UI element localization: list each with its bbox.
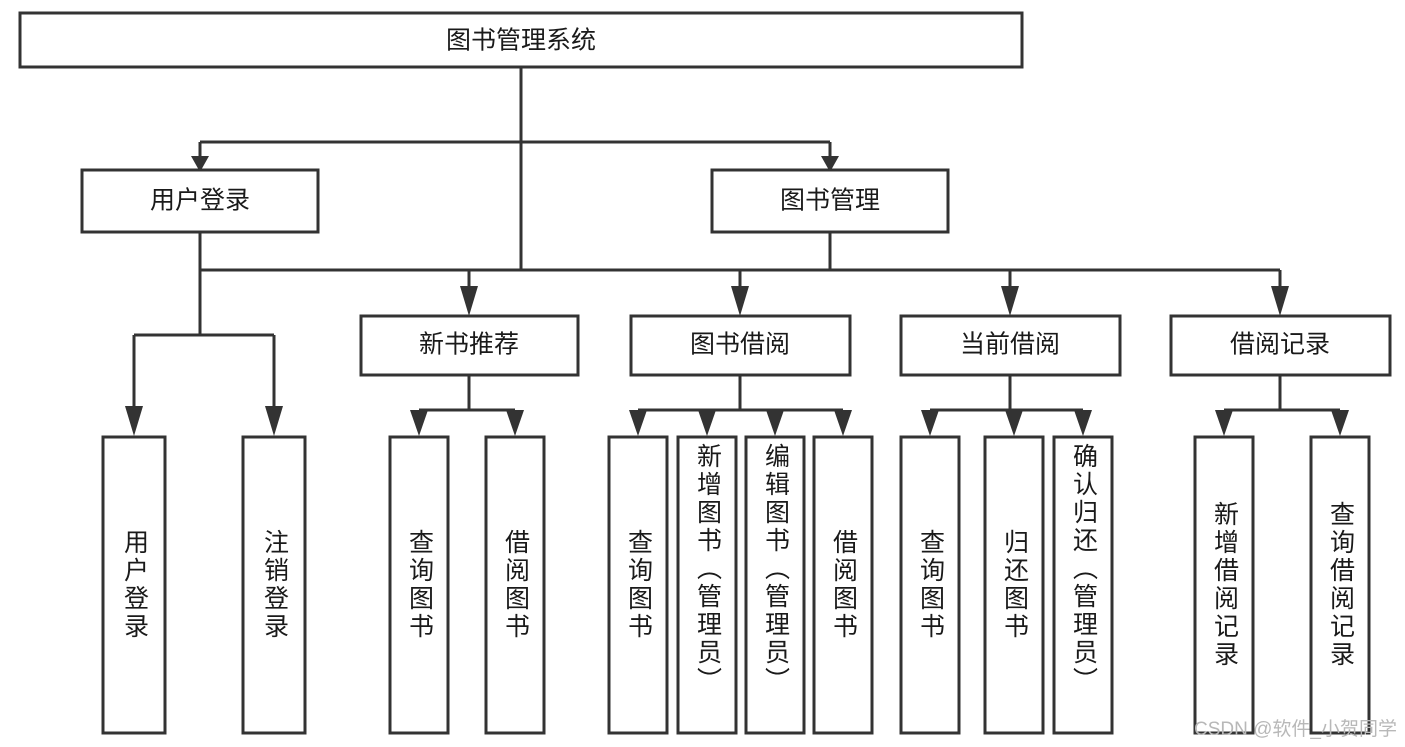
arrow-borrow-record	[1271, 286, 1289, 316]
arrow-leaf-borrow-book-1	[506, 410, 524, 436]
leaf-add-record-box[interactable]	[1193, 435, 1255, 735]
leaf-borrow-book-2-box[interactable]	[812, 435, 874, 735]
node-user-login[interactable]: 用户登录	[80, 168, 320, 234]
arrow-leaf-add-book	[698, 410, 716, 436]
leaf-boxes	[101, 435, 1371, 735]
arrow-new-book-recommend	[460, 286, 478, 316]
node-book-manage-label: 图书管理	[780, 187, 880, 215]
leaf-query-book-1-box[interactable]	[388, 435, 450, 735]
node-current-borrow-label: 当前借阅	[960, 331, 1060, 359]
node-new-book-recommend-label: 新书推荐	[419, 331, 519, 359]
node-borrow-record-label: 借阅记录	[1230, 331, 1330, 359]
arrow-leaf-query-record	[1331, 410, 1349, 436]
leaf-user-logout-box[interactable]	[241, 435, 307, 735]
node-book-borrow-label: 图书借阅	[690, 331, 790, 359]
node-user-login-label: 用户登录	[150, 187, 250, 215]
leaf-query-book-2-box[interactable]	[607, 435, 669, 735]
node-root-label: 图书管理系统	[446, 27, 596, 55]
arrow-current-borrow	[1001, 286, 1019, 316]
connector-group-user-login-children	[125, 232, 283, 436]
leaf-borrow-book-1-box[interactable]	[484, 435, 546, 735]
node-book-manage-box[interactable]	[710, 168, 950, 234]
leaf-query-book-3-box[interactable]	[899, 435, 961, 735]
arrow-leaf-user-logout	[265, 406, 283, 436]
arrow-leaf-add-record	[1215, 410, 1233, 436]
leaf-edit-book-box[interactable]	[744, 435, 806, 735]
connector-group-level3	[460, 232, 1289, 316]
watermark-text: CSDN @软件_小贺同学	[1194, 719, 1397, 740]
node-root-box[interactable]	[18, 11, 1024, 69]
node-borrow-record-box[interactable]	[1169, 314, 1392, 377]
leaf-add-book-box[interactable]	[676, 435, 738, 735]
node-new-book-recommend-box[interactable]	[359, 314, 580, 377]
arrow-leaf-borrow-book-2	[834, 410, 852, 436]
arrow-book-borrow	[731, 286, 749, 316]
arrow-leaf-query-book-1	[410, 410, 428, 436]
node-root[interactable]: 图书管理系统	[18, 11, 1024, 69]
node-book-manage[interactable]: 图书管理	[710, 168, 950, 234]
node-book-borrow-box[interactable]	[629, 314, 852, 377]
arrow-book-manage	[821, 156, 839, 172]
leaf-return-book-box[interactable]	[983, 435, 1045, 735]
leaf-confirm-return-box[interactable]	[1052, 435, 1114, 735]
leaf-query-record-box[interactable]	[1309, 435, 1371, 735]
leaf-user-login-box[interactable]	[101, 435, 167, 735]
node-book-borrow[interactable]: 图书借阅	[629, 314, 852, 377]
arrow-leaf-confirm-return	[1074, 410, 1092, 436]
connector-group-current-borrow-children	[921, 375, 1092, 436]
arrow-leaf-user-login	[125, 406, 143, 436]
arrow-leaf-edit-book	[766, 410, 784, 436]
arrow-leaf-return-book	[1005, 410, 1023, 436]
connector-group-new-book-children	[410, 375, 524, 436]
arrow-user-login	[191, 156, 209, 172]
connector-group-borrow-record-children	[1215, 375, 1349, 436]
node-current-borrow-box[interactable]	[899, 314, 1122, 377]
node-user-login-box[interactable]	[80, 168, 320, 234]
node-current-borrow[interactable]: 当前借阅	[899, 314, 1122, 377]
node-borrow-record[interactable]: 借阅记录	[1169, 314, 1392, 377]
connector-group-book-borrow-children	[629, 375, 852, 436]
node-new-book-recommend[interactable]: 新书推荐	[359, 314, 580, 377]
arrow-leaf-query-book-3	[921, 410, 939, 436]
arrow-leaf-query-book-2	[629, 410, 647, 436]
connector-group-level2	[191, 67, 839, 172]
